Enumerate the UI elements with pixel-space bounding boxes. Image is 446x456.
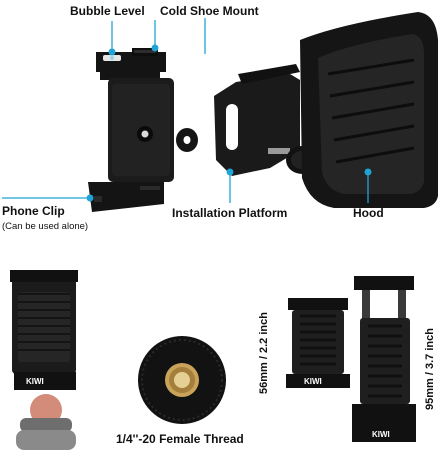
clip-closed-image (286, 298, 350, 388)
female-thread-image (138, 336, 226, 424)
bubble-level-label: Bubble Level (70, 4, 145, 18)
clip-mounted-image (10, 270, 78, 450)
brand-logo: KIWI (26, 377, 44, 386)
dimension-small-label: 56mm / 2.2 inch (258, 312, 270, 394)
washer-image (176, 128, 198, 152)
hood-image (300, 12, 438, 208)
installation-platform-label: Installation Platform (172, 206, 288, 220)
clip-extended-image (352, 276, 416, 442)
dimension-large-label: 95mm / 3.7 inch (424, 328, 436, 410)
phone-clip-note: (Can be used alone) (2, 221, 89, 232)
cold-shoe-mount-label: Cold Shoe Mount (160, 4, 259, 18)
callout-lines (2, 18, 372, 203)
brand-logo: KIWI (372, 430, 390, 439)
hood-label: Hood (353, 206, 384, 220)
thread-label: 1/4''-20 Female Thread (116, 432, 244, 446)
phone-clip-label: Phone Clip (2, 204, 65, 218)
phone-clip-image (88, 48, 174, 212)
brand-logo: KIWI (304, 377, 322, 386)
